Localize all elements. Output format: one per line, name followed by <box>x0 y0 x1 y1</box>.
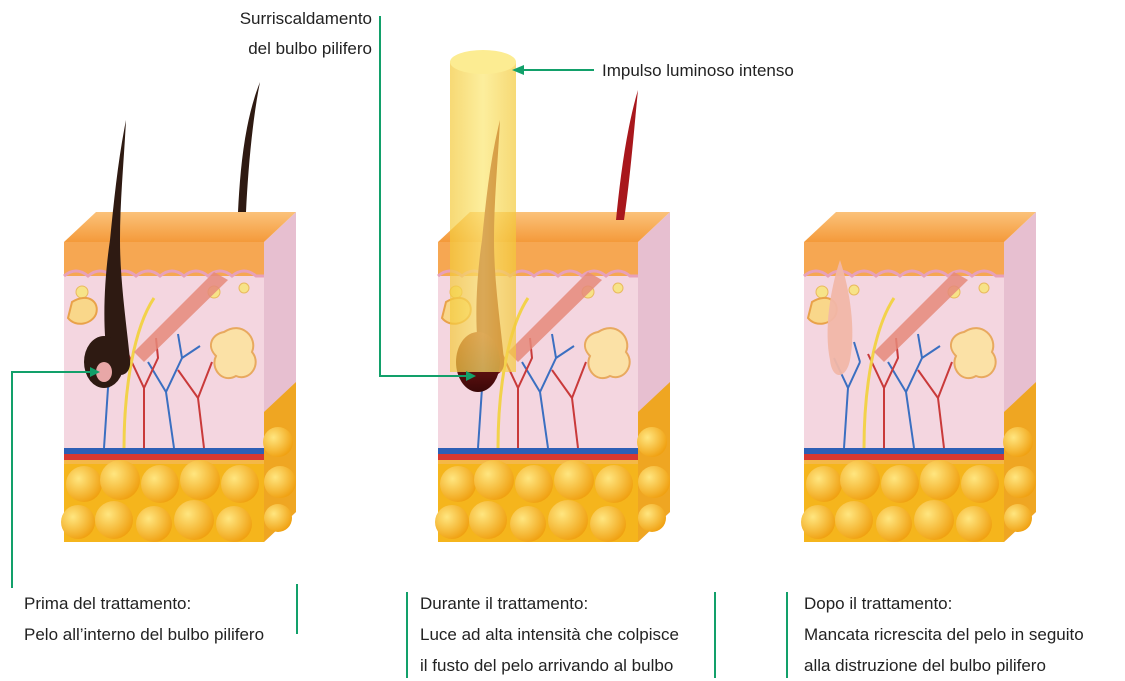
caption-after-line3: alla distruzione del bulbo pilifero <box>804 650 1084 681</box>
caption-bar-during-right <box>714 592 716 678</box>
heating-label-line2: del bulbo pilifero <box>224 38 372 60</box>
caption-after: Dopo il trattamento: Mancata ricrescita … <box>804 588 1084 681</box>
light-beam-icon <box>450 50 516 372</box>
skin-block-before <box>61 82 296 542</box>
caption-after-line1: Dopo il trattamento: <box>804 588 1084 619</box>
caption-after-line2: Mancata ricrescita del pelo in seguito <box>804 619 1084 650</box>
caption-before-line1: Prima del trattamento: <box>24 588 264 619</box>
caption-bar-after <box>786 592 788 678</box>
caption-during-line3: il fusto del pelo arrivando al bulbo <box>420 650 679 681</box>
caption-bar-before <box>296 584 298 634</box>
heating-label: Surriscaldamento del bulbo pilifero <box>224 8 372 60</box>
caption-bar-during-left <box>406 592 408 678</box>
caption-during: Durante il trattamento: Luce ad alta int… <box>420 588 679 681</box>
caption-during-line1: Durante il trattamento: <box>420 588 679 619</box>
caption-before: Prima del trattamento: Pelo all’interno … <box>24 588 264 650</box>
light-pulse-label: Impulso luminoso intenso <box>602 60 794 82</box>
caption-before-line2: Pelo all’interno del bulbo pilifero <box>24 619 264 650</box>
skin-block-after <box>801 212 1036 542</box>
heating-label-line1: Surriscaldamento <box>224 8 372 30</box>
caption-during-line2: Luce ad alta intensità che colpisce <box>420 619 679 650</box>
